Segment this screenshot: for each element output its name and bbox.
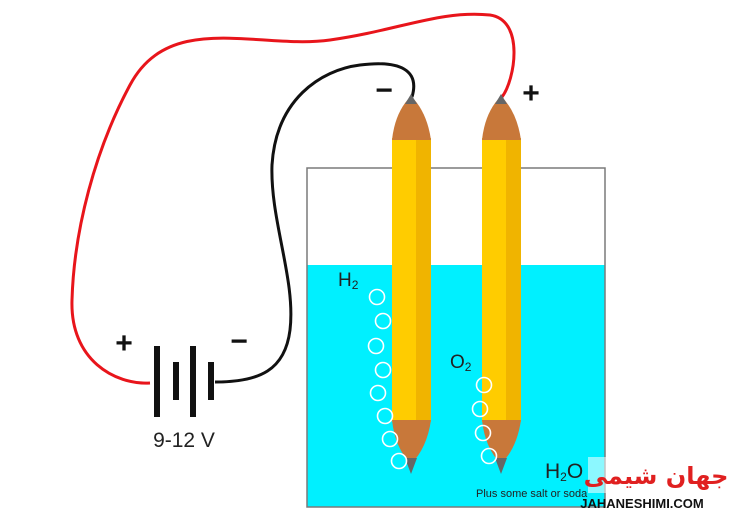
negative-wire [214, 62, 416, 384]
water-label-tail: O [567, 460, 583, 483]
h2-label: H2 [338, 270, 359, 292]
anode-plus-sign: + [522, 77, 540, 110]
watermark-arabic: جهان شیمی [584, 462, 729, 490]
watermark-latin: JAHANESHIMI.COM [580, 496, 704, 511]
watermark-logo: جهان شیمی JAHANESHIMI.COM [580, 457, 728, 511]
h2-label-sub: 2 [352, 278, 359, 292]
o2-label-sub: 2 [465, 360, 472, 374]
water [307, 265, 605, 507]
oxygen-bubbles [471, 376, 498, 465]
battery-symbol [154, 346, 214, 417]
battery-minus-sign: − [230, 325, 248, 358]
cathode-minus-sign: − [375, 74, 393, 107]
o2-label-main: O [450, 352, 465, 373]
h2-label-main: H [338, 270, 352, 291]
water-label-main: H [545, 460, 560, 483]
water-label-sub: 2 [560, 470, 567, 484]
voltage-label: 9-12 V [153, 429, 215, 452]
hydrogen-bubbles [367, 288, 408, 470]
positive-wire [70, 12, 516, 385]
cathode-pencil [392, 94, 431, 474]
water-label: H2O [545, 460, 583, 484]
o2-label: O2 [450, 352, 472, 374]
salt-note: Plus some salt or soda [476, 488, 588, 500]
battery-plus-sign: + [115, 327, 133, 360]
anode-pencil [482, 94, 521, 474]
